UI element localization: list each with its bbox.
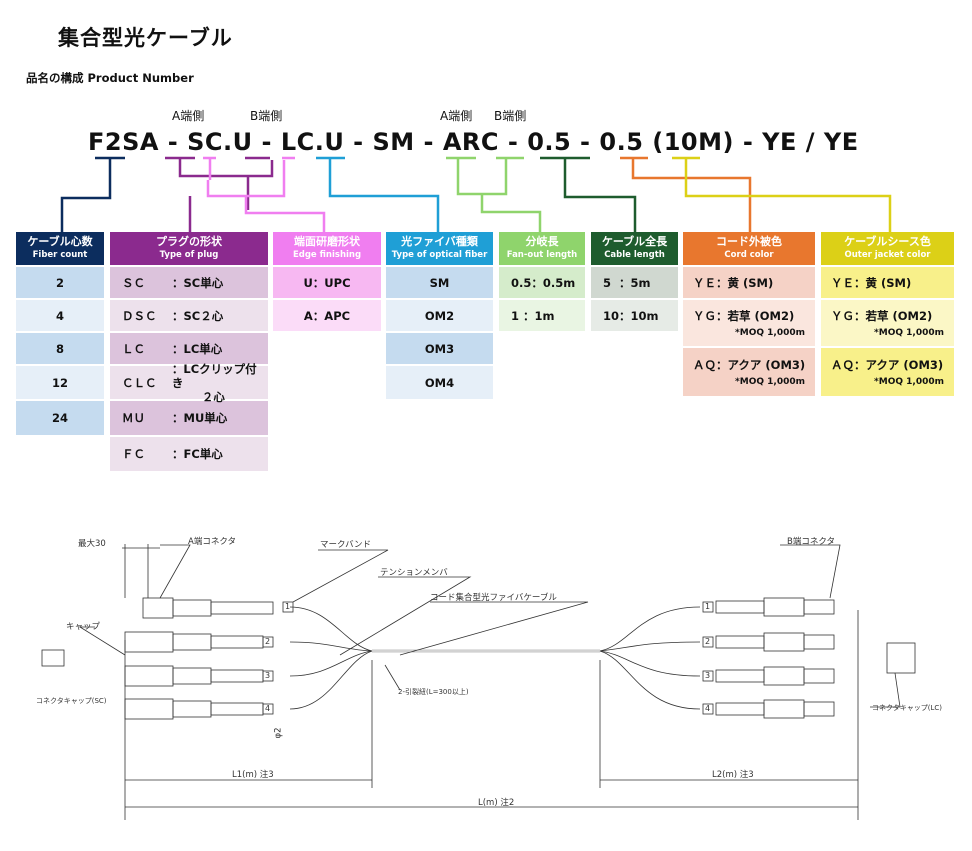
optical-option: SM bbox=[386, 267, 493, 298]
code-fanout-a: 0.5 bbox=[527, 128, 572, 156]
cord-color-option: ＹＥ：黄 (SM) bbox=[683, 267, 815, 298]
section-subtitle: 品名の構成 Product Number bbox=[26, 71, 194, 85]
code-dash: - bbox=[571, 128, 600, 156]
product-code: F2SA - SC.U - LC.U - SM - ARC - 0.5 - 0.… bbox=[88, 128, 859, 156]
cable-length-column: ケーブル全長 Cable length 5 ：5m 10：10m bbox=[591, 232, 678, 331]
code-edge-a: .U bbox=[223, 128, 253, 156]
code-arc: ARC bbox=[442, 128, 500, 156]
l-label: L(m) 注2 bbox=[478, 798, 515, 808]
cord-color-header: コード外被色 Cord color bbox=[683, 232, 815, 265]
code-plug-a: SC bbox=[187, 128, 224, 156]
code-slash: / bbox=[796, 128, 824, 156]
cable-type-label: コード集合型光ファイバケーブル bbox=[430, 593, 557, 603]
code-plug-b: LC bbox=[280, 128, 315, 156]
code-dash: - bbox=[344, 128, 373, 156]
fiber-number: 3 bbox=[705, 671, 711, 680]
b-connector-label: B端コネクタ bbox=[787, 537, 835, 547]
code-fanout-b: 0.5 bbox=[599, 128, 644, 156]
b-side-label-2: B端側 bbox=[494, 109, 527, 123]
plug-type-column: プラグの形状 Type of plug ＳＣ：SC単心 ＤＳＣ：SC２心 ＬＣ：… bbox=[110, 232, 268, 471]
fiber-number: 1 bbox=[285, 602, 291, 611]
fiber-option: 24 bbox=[16, 401, 104, 435]
cable-option: 5 ：5m bbox=[591, 267, 678, 298]
optical-option: OM2 bbox=[386, 300, 493, 331]
tension-member-label: テンションメンバ bbox=[380, 568, 448, 578]
code-dash: - bbox=[252, 128, 281, 156]
fiber-number: 4 bbox=[265, 704, 271, 713]
fiber-number: 3 bbox=[265, 671, 271, 680]
fiber-option: 2 bbox=[16, 267, 104, 298]
edge-option: U：UPC bbox=[273, 267, 381, 298]
edge-finishing-column: 端面研磨形状 Edge finishing U：UPC A：APC bbox=[273, 232, 381, 331]
cord-color-option: ＡＱ：アクア (OM3)*MOQ 1,000m bbox=[683, 348, 815, 396]
plug-option: ＳＣ：SC単心 bbox=[110, 267, 268, 298]
edge-finishing-header: 端面研磨形状 Edge finishing bbox=[273, 232, 381, 265]
fiber-number: 1 bbox=[705, 602, 711, 611]
mark-band-label: マークバンド bbox=[320, 540, 372, 550]
edge-option: A：APC bbox=[273, 300, 381, 331]
plug-option: ＤＳＣ：SC２心 bbox=[110, 300, 268, 331]
fiber-count-column: ケーブル心数 Fiber count 2 4 8 12 24 bbox=[16, 232, 104, 435]
optical-option: OM4 bbox=[386, 366, 493, 399]
code-dash: - bbox=[733, 128, 763, 156]
pull-string-label: 2-引裂紐(L=300以上) bbox=[398, 688, 469, 696]
cap-label: キャップ bbox=[66, 622, 101, 632]
jacket-color-option: ＹＧ：若草 (OM2)*MOQ 1,000m bbox=[821, 300, 954, 346]
fiber-count-header: ケーブル心数 Fiber count bbox=[16, 232, 104, 265]
cap-sc-label: コネクタキャップ(SC) bbox=[36, 697, 107, 705]
code-jacket-color: YE bbox=[823, 128, 859, 156]
code-cord-color: YE bbox=[762, 128, 797, 156]
cable-length-header: ケーブル全長 Cable length bbox=[591, 232, 678, 265]
b-side-label: B端側 bbox=[250, 109, 283, 123]
optical-option: OM3 bbox=[386, 333, 493, 364]
fiber-option: 4 bbox=[16, 300, 104, 331]
l1-label: L1(m) 注3 bbox=[232, 770, 274, 780]
fiber-number: 2 bbox=[265, 637, 271, 646]
optical-fiber-header: 光ファイバ種類 Type of optical fiber bbox=[386, 232, 493, 265]
cap-lc-label: コネクタキャップ(LC) bbox=[872, 704, 942, 712]
fanout-length-column: 分岐長 Fan-out length 0.5：0.5m 1 ：1m bbox=[499, 232, 585, 331]
a-connector-label: A端コネクタ bbox=[188, 537, 236, 547]
fanout-length-header: 分岐長 Fan-out length bbox=[499, 232, 585, 265]
optical-fiber-column: 光ファイバ種類 Type of optical fiber SM OM2 OM3… bbox=[386, 232, 493, 399]
cord-color-option: ＹＧ：若草 (OM2)*MOQ 1,000m bbox=[683, 300, 815, 346]
a-side-label-2: A端側 bbox=[440, 109, 473, 123]
connector-lines bbox=[60, 156, 892, 234]
fiber-number: 2 bbox=[705, 637, 711, 646]
plug-option: ＬＣ：LC単心 bbox=[110, 333, 268, 364]
a-side-label: A端側 bbox=[172, 109, 205, 123]
code-edge-b: .U bbox=[314, 128, 345, 156]
code-dash: - bbox=[158, 128, 188, 156]
jacket-color-header: ケーブルシース色 Outer jacket color bbox=[821, 232, 954, 265]
plug-option: ＦＣ：FC単心 bbox=[110, 437, 268, 471]
page-title: 集合型光ケーブル bbox=[58, 26, 233, 50]
jacket-color-option: ＹＥ：黄 (SM) bbox=[821, 267, 954, 298]
l2-label: L2(m) 注3 bbox=[712, 770, 754, 780]
cable-drawing bbox=[41, 544, 916, 820]
fanout-option: 0.5：0.5m bbox=[499, 267, 585, 298]
cable-option: 10：10m bbox=[591, 300, 678, 331]
jacket-color-option: ＡＱ：アクア (OM3)*MOQ 1,000m bbox=[821, 348, 954, 396]
fiber-option: 8 bbox=[16, 333, 104, 364]
code-dash: - bbox=[414, 128, 443, 156]
code-optical: SM bbox=[372, 128, 415, 156]
plug-type-header: プラグの形状 Type of plug bbox=[110, 232, 268, 265]
cord-color-column: コード外被色 Cord color ＹＥ：黄 (SM) ＹＧ：若草 (OM2)*… bbox=[683, 232, 815, 396]
fiber-number: 4 bbox=[705, 704, 711, 713]
code-dash: - bbox=[499, 128, 528, 156]
diameter-label: φ2 bbox=[273, 727, 284, 739]
fanout-option: 1 ：1m bbox=[499, 300, 585, 331]
code-fiber: F2SA bbox=[88, 128, 159, 156]
max30-label: 最大30 bbox=[78, 539, 106, 549]
fiber-option: 12 bbox=[16, 366, 104, 399]
jacket-color-column: ケーブルシース色 Outer jacket color ＹＥ：黄 (SM) ＹＧ… bbox=[821, 232, 954, 396]
code-length: (10M) bbox=[643, 128, 734, 156]
plug-option: ＭＵ：MU単心 bbox=[110, 401, 268, 435]
